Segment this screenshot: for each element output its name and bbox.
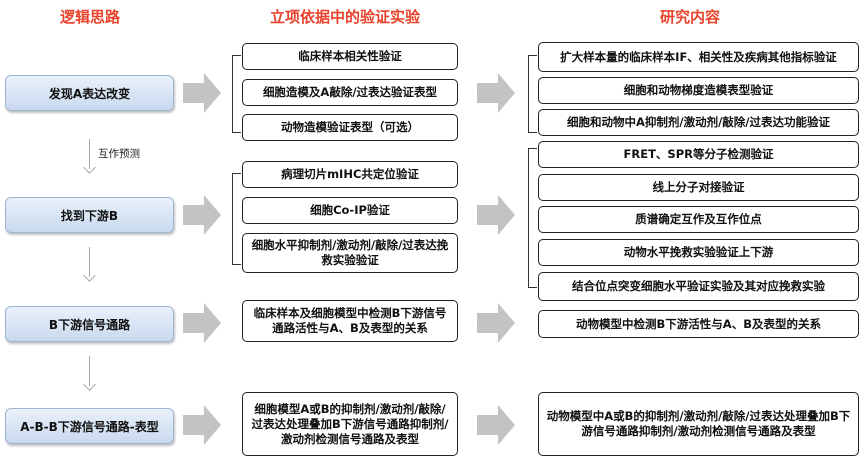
research-box: 扩大样本量的临床样本IF、相关性及疾病其他指标验证 xyxy=(538,42,859,72)
research-box: 细胞和动物梯度造模表型验证 xyxy=(538,77,859,104)
logic-step-b-pathway: B下游信号通路 xyxy=(5,306,174,342)
research-box: 质谱确定互作及互作位点 xyxy=(538,206,859,233)
right-arrow-icon xyxy=(477,303,515,343)
research-box: 动物水平挽救实验验证上下游 xyxy=(538,239,859,266)
down-arrow-icon xyxy=(83,139,97,173)
research-box: FRET、SPR等分子检测验证 xyxy=(538,141,859,168)
validation-box: 动物造模验证表型（可选） xyxy=(242,114,458,141)
logic-step-a-b-pathway-phenotype: A-B-B下游信号通路-表型 xyxy=(5,408,174,444)
validation-bracket xyxy=(232,173,241,265)
validation-box: 临床样本及细胞模型中检测B下游信号通路活性与A、B及表型的关系 xyxy=(242,300,458,342)
research-bracket xyxy=(528,55,537,133)
right-arrow-icon xyxy=(477,405,515,445)
research-box: 动物模型中A或B的抑制剂/激动剂/敲除/过表达处理叠加B下游信号通路抑制剂/激动… xyxy=(538,392,859,456)
header-logic: 逻辑思路 xyxy=(59,8,120,26)
right-arrow-icon xyxy=(477,195,515,235)
validation-box: 病理切片mIHC共定位验证 xyxy=(242,161,458,188)
research-box: 结合位点突变细胞水平验证实验及其对应挽救实验 xyxy=(538,272,859,301)
validation-box: 临床样本相关性验证 xyxy=(242,43,458,70)
research-box: 动物模型中检测B下游活性与A、B及表型的关系 xyxy=(538,310,859,338)
validation-box: 细胞造模及A敲除/过表达验证表型 xyxy=(242,79,458,106)
right-arrow-icon xyxy=(183,405,221,445)
research-box: 线上分子对接验证 xyxy=(538,174,859,201)
research-box: 细胞和动物中A抑制剂/激动剂/敲除/过表达功能验证 xyxy=(538,109,859,136)
right-arrow-icon xyxy=(183,73,221,113)
right-arrow-icon xyxy=(183,195,221,235)
right-arrow-icon xyxy=(477,73,515,113)
down-arrow-icon xyxy=(83,356,97,390)
header-research: 研究内容 xyxy=(659,8,720,26)
down-arrow-icon xyxy=(83,247,97,281)
logic-step-find-b: 找到下游B xyxy=(5,197,174,233)
logic-step-find-a: 发现A表达改变 xyxy=(5,75,174,111)
right-arrow-icon xyxy=(183,303,221,343)
validation-bracket xyxy=(232,55,241,133)
research-bracket xyxy=(528,148,537,288)
validation-box: 细胞模型A或B的抑制剂/激动剂/敲除/过表达处理叠加B下游信号通路抑制剂/激动剂… xyxy=(242,392,458,456)
header-validation: 立项依据中的验证实验 xyxy=(269,8,420,26)
prediction-label: 互作预测 xyxy=(98,148,140,160)
validation-box: 细胞Co-IP验证 xyxy=(242,197,458,224)
validation-box: 细胞水平抑制剂/激动剂/敲除/过表达挽救实验验证 xyxy=(242,233,458,273)
